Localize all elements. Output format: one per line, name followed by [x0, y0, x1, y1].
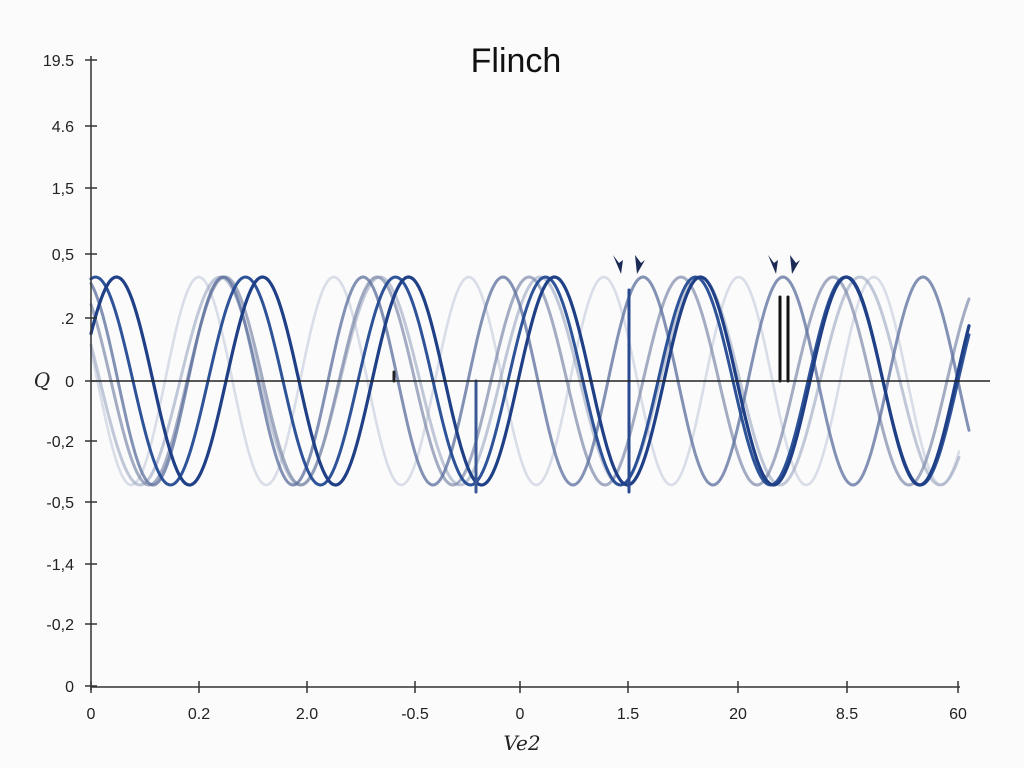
x-tick-label: -0.5 — [401, 706, 429, 723]
x-tick-label: 2.0 — [296, 706, 318, 723]
chart-title: Flinch — [471, 42, 562, 80]
wave-line-wave-mid-2 — [89, 275, 971, 487]
y-tick-label: 4.6 — [52, 119, 74, 136]
y-tick-label: 0,5 — [52, 247, 74, 264]
peak-arrow-icon — [768, 255, 778, 274]
x-tick-label: 20 — [729, 706, 747, 723]
wave-line-wave-dark-1 — [89, 275, 971, 487]
peak-arrow-icon — [635, 255, 645, 274]
wave-series-group — [89, 275, 971, 487]
y-tick-label: 19.5 — [43, 53, 74, 70]
x-tick-label: 0 — [87, 706, 96, 723]
y-tick-label: 0 — [65, 679, 74, 696]
y-tick-label: -1,4 — [46, 557, 74, 574]
x-axis-ticks: 0 0.2 2.0 -0.5 0 1.5 20 8.5 60 — [87, 681, 967, 723]
peak-arrow-icon — [790, 255, 800, 274]
y-tick-label: 1,5 — [52, 181, 74, 198]
peak-arrow-annotations — [613, 255, 800, 274]
x-tick-label: 8.5 — [836, 706, 858, 723]
spike-group — [392, 288, 790, 494]
wave-line-wave-light-2 — [89, 275, 961, 487]
x-tick-label: 1.5 — [617, 706, 639, 723]
y-axis-label: Q — [34, 368, 50, 392]
y-tick-label: -0,5 — [46, 495, 74, 512]
y-tick-label: -0,2 — [46, 617, 74, 634]
x-tick-label: 0.2 — [188, 706, 210, 723]
y-tick-label: -0,2 — [46, 434, 74, 451]
y-tick-label: 0 — [65, 374, 74, 391]
x-tick-label: 0 — [516, 706, 525, 723]
x-axis-label: Ve2 — [503, 731, 540, 755]
y-axis-ticks: 19.5 4.6 1,5 0,5 .2 0 -0,2 -0,5 -1,4 -0,2 0 — [43, 53, 97, 696]
wave-line-wave-mid-1 — [89, 275, 971, 487]
y-tick-label: .2 — [61, 311, 74, 328]
peak-arrow-icon — [613, 255, 623, 274]
x-tick-label: 60 — [949, 706, 967, 723]
